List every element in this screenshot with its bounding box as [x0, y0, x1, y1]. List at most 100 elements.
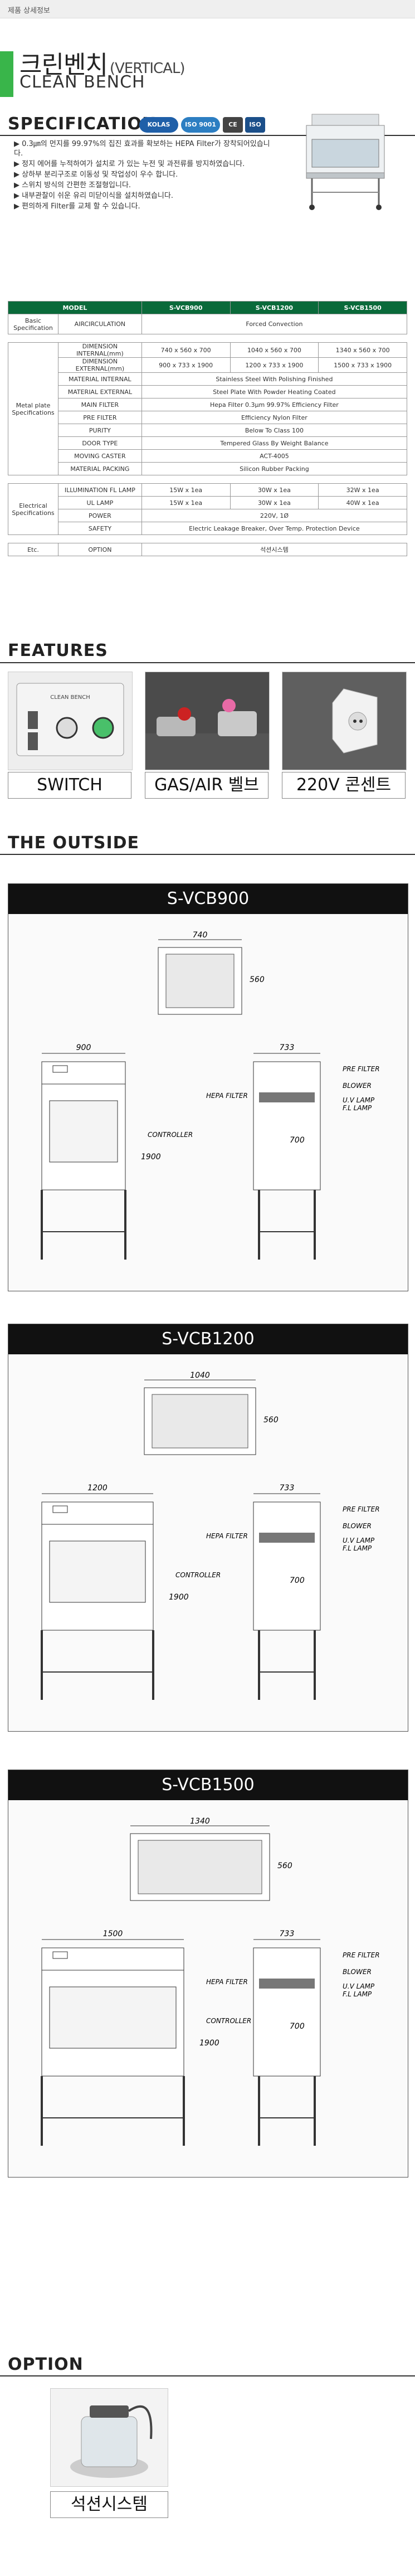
- pre-filter-label: PRE FILTER: [343, 1065, 380, 1073]
- hepa-filter-label: HEPA FILTER: [206, 1532, 248, 1540]
- uv-lamp-label: U.V LAMP: [343, 1096, 375, 1104]
- valve-illustration: [145, 699, 269, 770]
- desc-line: ▶ 상하부 분리구조로 이동성 및 작업성이 우수 합니다.: [14, 171, 178, 179]
- desc-line: ▶ 0.3㎛의 먼지를 99.97%의 집진 효과를 확보하는 HEPA Fil…: [14, 140, 270, 158]
- row-label: DIMENSION EXTERNAL(mm): [57, 357, 142, 373]
- row-value: Steel Plate With Powder Heating Coated: [141, 385, 408, 398]
- title-accent: [0, 51, 13, 97]
- side-depth-label: 733: [280, 1043, 295, 1052]
- cert-badge-kolas: KOLAS: [139, 117, 178, 133]
- table-row: DIMENSION EXTERNAL(mm) 900 x 733 x 1900 …: [8, 357, 407, 373]
- front-width-label: 1500: [103, 1929, 123, 1938]
- header-model: MODEL: [8, 301, 142, 314]
- controller-label: CONTROLLER: [148, 1131, 193, 1139]
- title-korean-sub: (VERTICAL): [109, 60, 185, 77]
- uv-lamp-label: U.V LAMP: [343, 1982, 375, 1990]
- spec-heading: SPECIFICATION: [8, 114, 157, 134]
- row-label: DIMENSION INTERNAL(mm): [57, 342, 142, 358]
- option-label: 석션시스템: [50, 2491, 168, 2518]
- group-basic: Basic Specification: [8, 314, 58, 334]
- desc-line: ▶ 내부관찰이 쉬운 유리 미닫이식을 설치하였습니다.: [14, 192, 173, 200]
- cert-badge-iso9001: ISO 9001: [181, 117, 220, 133]
- spec-table: MODEL S-VCB900 S-VCB1200 S-VCB1500 Basic…: [8, 301, 408, 556]
- row-value: Tempered Glass By Weight Balance: [141, 436, 408, 450]
- front-width-label: 900: [76, 1043, 91, 1052]
- spec-description: ▶ 0.3㎛의 먼지를 99.97%의 집진 효과를 확보하는 HEPA Fil…: [14, 139, 270, 212]
- row-label: MATERIAL INTERNAL: [57, 372, 142, 386]
- title-english: CLEAN BENCH: [19, 72, 145, 92]
- feature-label-outlet: 220V 콘센트: [282, 772, 406, 799]
- row-value: 220V, 1Ø: [141, 509, 408, 522]
- row-value: 1340 x 560 x 700: [318, 342, 407, 358]
- group-electrical: Electrical Specifications: [8, 483, 58, 535]
- title-korean: 크린벤치: [19, 51, 108, 79]
- outside-heading: THE OUTSIDE: [8, 833, 139, 853]
- row-value: 석션시스템: [141, 543, 408, 556]
- table-row: Electrical Specifications ILLUMINATION F…: [8, 483, 407, 535]
- pre-filter-label: PRE FILTER: [343, 1505, 380, 1513]
- feature-image-switch: CLEAN BENCH: [8, 672, 133, 770]
- option-heading: OPTION: [8, 2355, 84, 2374]
- pre-filter-label: PRE FILTER: [343, 1951, 380, 1959]
- feature-label-valve: GAS/AIR 벨브: [145, 772, 268, 799]
- panel-text: CLEAN BENCH: [50, 694, 90, 701]
- model-title: S-VCB1200: [8, 1324, 408, 1354]
- group-metal: Metal plate Specifications: [8, 342, 58, 475]
- header-svcb1500: S-VCB1500: [318, 301, 407, 314]
- cert-badge-iso: ISO: [245, 117, 265, 133]
- desc-line: ▶ 편의하게 Filter를 교체 할 수 있습니다.: [14, 202, 140, 211]
- row-value: Forced Convection: [141, 314, 408, 334]
- controller-label: CONTROLLER: [206, 2017, 251, 2025]
- top-width-label: 740: [193, 931, 208, 940]
- features-divider: [0, 662, 415, 663]
- row-value: 740 x 560 x 700: [141, 342, 231, 358]
- table-row: UL LAMP 15W x 1ea 30W x 1ea 40W x 1ea: [8, 496, 407, 509]
- uv-lamp-label: U.V LAMP: [343, 1537, 375, 1544]
- inner-height-label: 700: [290, 1576, 305, 1585]
- top-depth-label: 560: [277, 1861, 292, 1870]
- table-row: Basic Specification AIRCIRCULATION Force…: [8, 314, 408, 334]
- model-title: S-VCB1500: [8, 1770, 408, 1800]
- blower-label: BLOWER: [343, 1968, 372, 1976]
- fl-lamp-label: F.L LAMP: [343, 1104, 372, 1112]
- table-row: Etc. OPTION 석션시스템: [8, 543, 408, 556]
- row-label: POWER: [57, 509, 142, 522]
- table-header-row: MODEL S-VCB900 S-VCB1200 S-VCB1500: [8, 301, 407, 314]
- row-value: 15W x 1ea: [141, 483, 231, 497]
- side-depth-label: 733: [280, 1929, 295, 1938]
- blower-label: BLOWER: [343, 1082, 372, 1090]
- row-label: OPTION: [57, 543, 142, 556]
- page-title: 크린벤치(VERTICAL): [19, 45, 185, 80]
- row-value: Electric Leakage Breaker, Over Temp. Pro…: [141, 522, 408, 535]
- row-value: Efficiency Nylon Filter: [141, 411, 408, 424]
- switch-panel-illustration: CLEAN BENCH: [16, 683, 124, 756]
- hepa-filter-label: HEPA FILTER: [206, 1978, 248, 1986]
- row-value: Below To Class 100: [141, 424, 408, 437]
- row-label: MOVING CASTER: [57, 449, 142, 463]
- group-etc: Etc.: [8, 543, 58, 556]
- product-photo: [287, 109, 404, 212]
- feature-label-switch: SWITCH: [8, 772, 131, 799]
- clean-bench-illustration: [306, 114, 385, 210]
- desc-line: ▶ 정지 에어를 누적하여가 설치로 가 있는 누전 및 과전류를 방지하였습니…: [14, 160, 245, 168]
- features-heading: FEATURES: [8, 641, 108, 660]
- row-label: DOOR TYPE: [57, 436, 142, 450]
- table-row: Metal plate Specifications DIMENSION INT…: [8, 342, 407, 475]
- header-svcb1200: S-VCB1200: [230, 301, 319, 314]
- row-value: 30W x 1ea: [230, 483, 319, 497]
- outlet-illustration: [332, 688, 378, 754]
- height-label: 1900: [169, 1593, 189, 1602]
- row-value: 1040 x 560 x 700: [230, 342, 319, 358]
- row-value: 32W x 1ea: [318, 483, 407, 497]
- feature-image-valve: [145, 672, 270, 770]
- desc-line: ▶ 스위치 방식의 간편한 조절형입니다.: [14, 181, 131, 189]
